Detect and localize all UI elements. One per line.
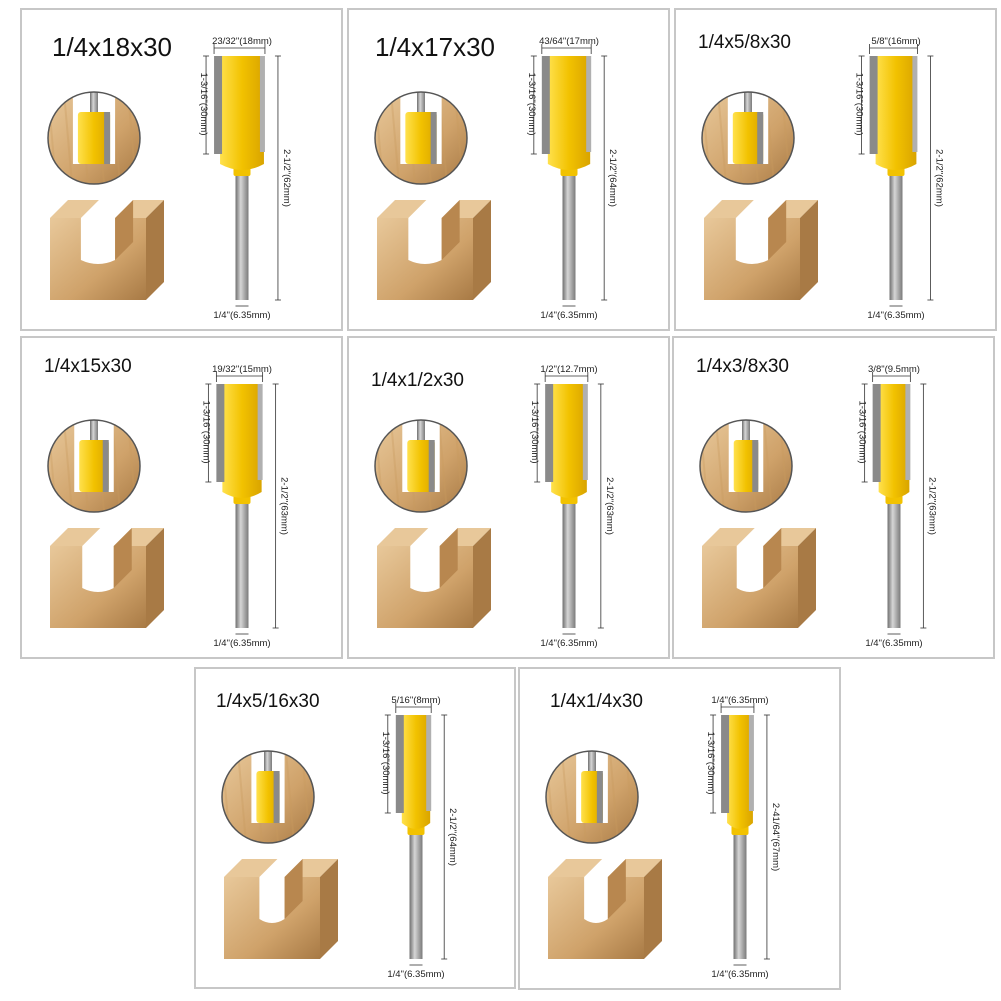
router-bit-figure: 5/8"(16mm) 1-3/16"(30mm) 2-1/2"(62mm) 1/4"(… — [701, 36, 944, 321]
dimension-lines — [710, 703, 770, 966]
panel-title: 1/4x5/8x30 — [698, 32, 791, 53]
router-bit — [872, 384, 911, 628]
panel-title: 1/4x17x30 — [375, 32, 495, 62]
product-panel: 1/4x17x30 43/64"(17mm) 1-3/16"(30mm) 2-1/2"… — [347, 8, 670, 331]
cut-length-label: 1-3/16"(30mm) — [200, 400, 211, 463]
dimension-lines — [205, 372, 279, 635]
router-bit — [214, 56, 265, 300]
cut-length-label: 1-3/16"(30mm) — [854, 72, 865, 135]
cut-length-label: 1-3/16"(30mm) — [857, 400, 868, 463]
shank-diameter-label: 1/4"(6.35mm) — [213, 638, 270, 649]
dimension-lines — [384, 703, 448, 966]
panel-title: 1/4x5/16x30 — [216, 691, 320, 712]
shank-diameter-label: 1/4"(6.35mm) — [213, 310, 270, 321]
cut-width-label: 5/16"(8mm) — [391, 695, 440, 706]
shank-diameter-label: 1/4"(6.35mm) — [387, 969, 444, 980]
wood-block — [50, 528, 164, 628]
shank-diameter-label: 1/4"(6.35mm) — [867, 310, 924, 321]
overall-length-label: 2-1/2"(62mm) — [281, 149, 292, 207]
overall-length-label: 2-1/2"(62mm) — [933, 149, 944, 207]
dimension-lines — [861, 372, 927, 635]
cut-width-label: 1/4"(6.35mm) — [711, 695, 768, 706]
router-bit — [541, 56, 592, 300]
dimension-lines — [203, 44, 281, 307]
wood-block — [50, 200, 164, 300]
router-bit-figure: 23/32"(18mm) 1-3/16"(30mm) 2-1/2"(62mm) 1/4… — [47, 36, 292, 321]
wood-block — [548, 859, 662, 959]
product-panel: 1/4x15x30 19/32"(15mm) 1-3/16"(30mm) 2-1/2"… — [20, 336, 343, 659]
cut-detail-inset — [222, 751, 314, 843]
overall-length-label: 2-1/2"(63mm) — [279, 477, 290, 535]
wood-block — [702, 528, 816, 628]
cut-detail-inset — [702, 92, 794, 184]
cut-length-label: 1-3/16"(30mm) — [380, 731, 391, 794]
router-bit — [545, 384, 588, 628]
wood-block — [377, 528, 491, 628]
cut-width-label: 5/8"(16mm) — [871, 36, 920, 47]
router-bit-figure: 43/64"(17mm) 1-3/16"(30mm) 2-1/2"(64mm) 1/4… — [374, 36, 618, 321]
wood-block — [224, 859, 338, 959]
product-panel: 1/4x18x30 23/32"(18mm) 1-3/16"(30mm) 2-1/2"… — [20, 8, 343, 331]
dimension-lines — [530, 44, 608, 307]
cut-width-label: 3/8"(9.5mm) — [868, 364, 920, 375]
cut-length-label: 1-3/16"(30mm) — [526, 72, 537, 135]
panel-title: 1/4x3/8x30 — [696, 356, 789, 377]
router-bit — [216, 384, 263, 628]
dimension-lines — [858, 44, 934, 307]
product-panel: 1/4x1/2x30 1/2"(12.7mm) 1-3/16"(30mm) 2-1/2… — [347, 336, 670, 659]
shank-diameter-label: 1/4"(6.35mm) — [540, 638, 597, 649]
shank-diameter-label: 1/4"(6.35mm) — [865, 638, 922, 649]
cut-length-label: 1-3/16"(30mm) — [198, 72, 209, 135]
shank-diameter-label: 1/4"(6.35mm) — [711, 969, 768, 980]
router-bit — [869, 56, 918, 300]
wood-block — [377, 200, 491, 300]
router-bit-figure: 1/2"(12.7mm) 1-3/16"(30mm) 2-1/2"(63mm) 1/4… — [374, 364, 615, 649]
cut-width-label: 23/32"(18mm) — [212, 36, 272, 47]
cut-detail-inset — [48, 420, 140, 512]
panel-title: 1/4x1/4x30 — [550, 691, 643, 712]
cut-length-label: 1-3/16"(30mm) — [705, 731, 716, 794]
router-bit-figure: 3/8"(9.5mm) 1-3/16"(30mm) 2-1/2"(63mm) 1/4"… — [699, 364, 937, 649]
product-panel: 1/4x3/8x30 3/8"(9.5mm) 1-3/16"(30mm) 2-1/2"… — [672, 336, 995, 659]
overall-length-label: 2-1/2"(64mm) — [447, 808, 458, 866]
router-bit-figure: 19/32"(15mm) 1-3/16"(30mm) 2-1/2"(63mm) 1/4… — [47, 364, 290, 649]
wood-block — [704, 200, 818, 300]
product-panel: 1/4x5/16x30 5/16"(8mm) 1-3/16"(30mm) 2-1/2"… — [194, 667, 516, 989]
cut-detail-inset — [700, 420, 792, 512]
cut-width-label: 19/32"(15mm) — [212, 364, 272, 375]
cut-width-label: 43/64"(17mm) — [539, 36, 599, 47]
overall-length-label: 2-1/2"(63mm) — [604, 477, 615, 535]
overall-length-label: 2-41/64"(67mm) — [770, 803, 781, 871]
dimension-lines — [534, 372, 604, 635]
router-bit-figure: 1/4"(6.35mm) 1-3/16"(30mm) 2-41/64"(67mm) 1… — [545, 695, 781, 980]
panel-title: 1/4x1/2x30 — [371, 370, 464, 391]
panel-title: 1/4x15x30 — [44, 356, 132, 377]
product-panel: 1/4x5/8x30 5/8"(16mm) 1-3/16"(30mm) 2-1/2"(… — [674, 8, 997, 331]
overall-length-label: 2-1/2"(63mm) — [926, 477, 937, 535]
product-panel: 1/4x1/4x30 1/4"(6.35mm) 1-3/16"(30mm) 2-41/… — [518, 667, 841, 990]
cut-detail-inset — [375, 92, 467, 184]
router-bit-figure: 5/16"(8mm) 1-3/16"(30mm) 2-1/2"(64mm) 1/4"(… — [221, 695, 458, 980]
shank-diameter-label: 1/4"(6.35mm) — [540, 310, 597, 321]
cut-width-label: 1/2"(12.7mm) — [540, 364, 597, 375]
overall-length-label: 2-1/2"(64mm) — [607, 149, 618, 207]
cut-length-label: 1-3/16"(30mm) — [529, 400, 540, 463]
router-bit — [721, 715, 754, 959]
router-bit — [395, 715, 432, 959]
panel-title: 1/4x18x30 — [52, 32, 172, 62]
